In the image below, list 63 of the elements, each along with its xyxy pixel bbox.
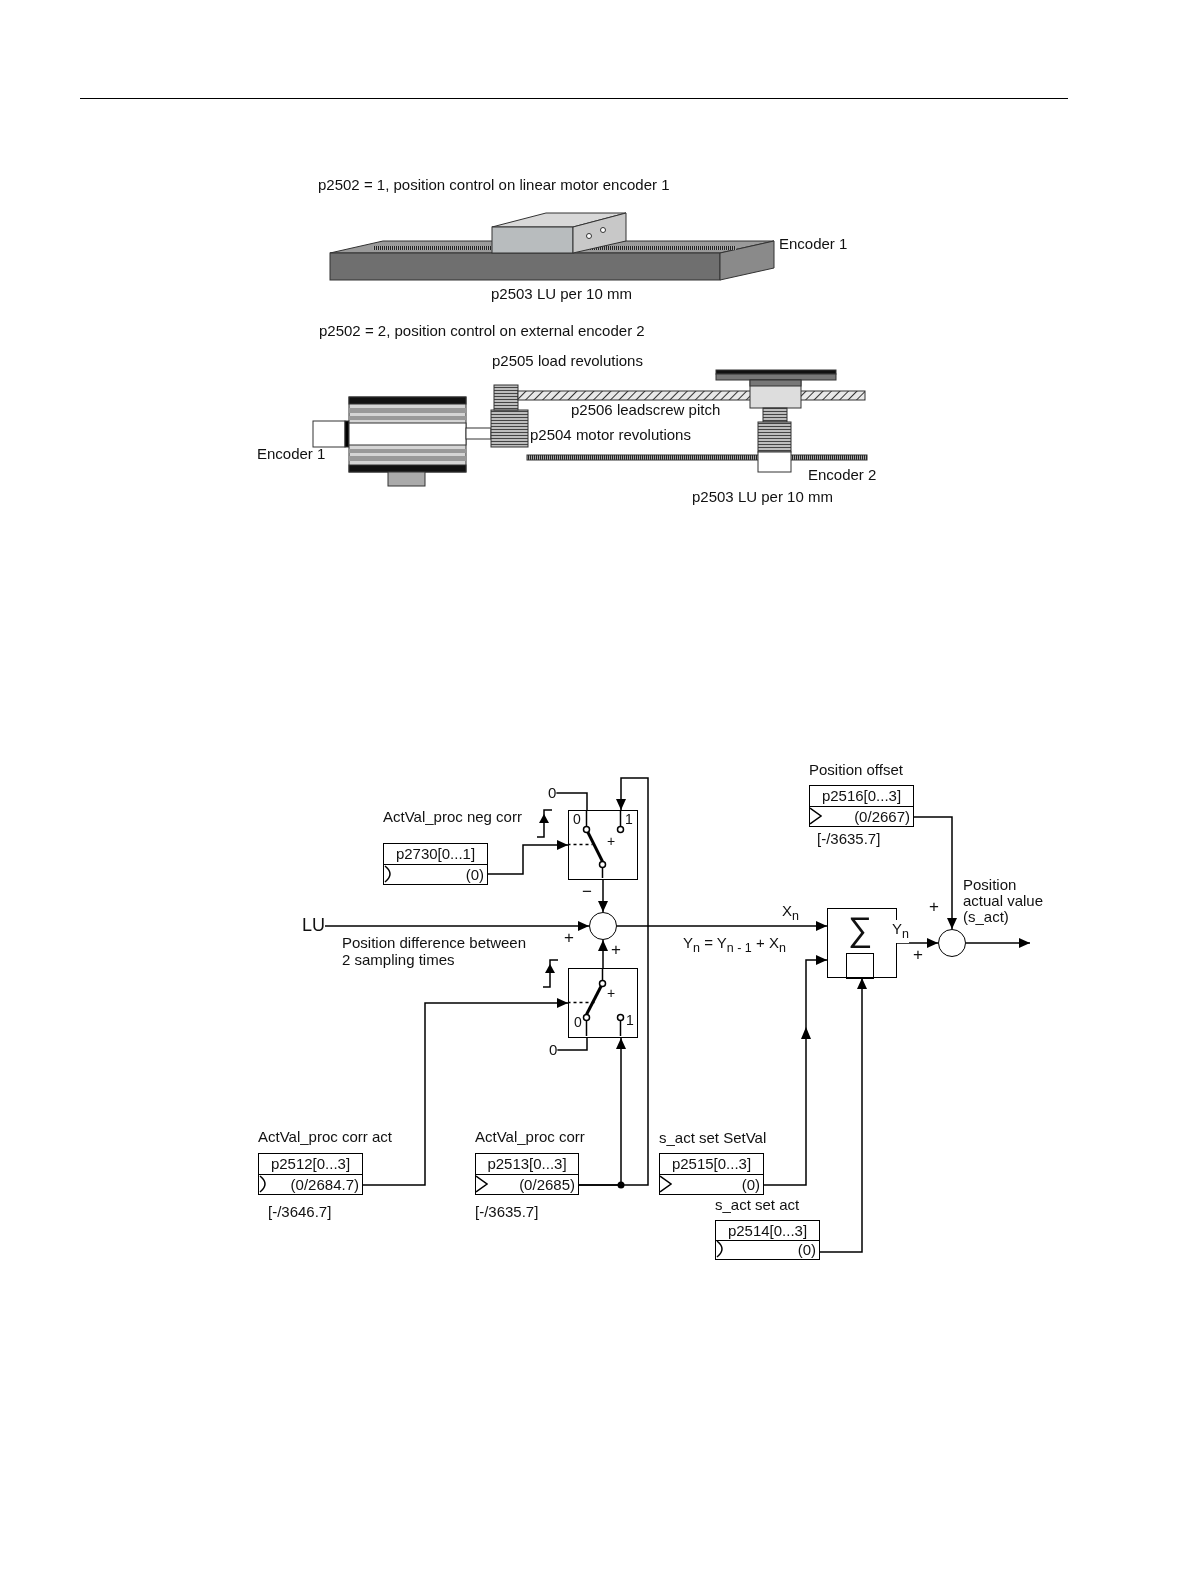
parameter-number: p2730[0...1]	[384, 844, 487, 865]
arrow	[819, 977, 867, 1253]
signal-name: s_act set SetVal	[659, 1129, 767, 1147]
arrow	[487, 840, 569, 875]
terminal-label: 0	[574, 1014, 582, 1030]
parameter-label: p2503 LU per 10 mm	[692, 488, 833, 505]
reference-label: [-/3635.7]	[817, 830, 881, 847]
arrow	[598, 879, 608, 913]
formula-label: Y$_{n}$ = Y$_{n - 1}$ + X$_{n}$	[683, 934, 786, 957]
constant-value: 0	[548, 784, 557, 801]
signal-name: ActVal_proc neg corr	[383, 808, 522, 826]
arrow	[913, 816, 957, 930]
parameter-number: p2515[0...3]	[660, 1154, 763, 1175]
heading-text: p2502 = 2, position control on external encoder 2	[319, 322, 645, 339]
parameter-number: p2514[0...3]	[716, 1221, 819, 1241]
component-label: Encoder 1	[779, 235, 848, 252]
signal-line	[555, 792, 588, 811]
parameter-label: p2503 LU per 10 mm	[491, 285, 632, 302]
parameter-label: p2505 load revolutions	[492, 352, 643, 369]
arrow	[578, 1037, 626, 1189]
summing-junction	[589, 912, 617, 940]
parameter-number: p2516[0...3]	[810, 786, 913, 807]
signal-name: s_act set act	[715, 1196, 801, 1214]
reference-label: [-/3646.7]	[268, 1203, 332, 1220]
sign-label: +	[913, 946, 923, 963]
arrow	[598, 939, 608, 969]
default-value: (0/2667)	[854, 807, 910, 826]
arrow	[324, 921, 590, 931]
signal-name: LU	[302, 915, 325, 935]
signal-name: ActVal_proc corr	[475, 1128, 585, 1146]
parameter-number: p2512[0...3]	[259, 1154, 362, 1175]
sign-label: +	[929, 898, 939, 915]
parameter-label: p2506 leadscrew pitch	[571, 401, 721, 418]
sigma-symbol: ∑	[848, 909, 873, 949]
arrow	[616, 921, 828, 931]
sign-label: +	[611, 941, 621, 958]
component-label: Encoder 2	[808, 466, 877, 483]
sign-label: +	[607, 833, 616, 849]
parameter-label: p2504 motor revolutions	[530, 426, 691, 443]
signal-name: Position offset	[809, 761, 904, 779]
signal-line	[556, 1037, 588, 1051]
sign-label: +	[564, 929, 574, 946]
sign-label: +	[607, 985, 616, 1001]
signal-name: ActVal_proc corr act	[258, 1128, 392, 1146]
terminal-label: 1	[626, 1012, 634, 1028]
default-value: (0)	[741, 1175, 760, 1194]
sign-label: −	[582, 883, 592, 900]
component-label: Encoder 1	[257, 445, 326, 462]
constant-value: 0	[549, 1041, 558, 1058]
edge-label: Y$_{n}$	[892, 920, 909, 943]
arrow	[362, 998, 569, 1186]
heading-text: p2502 = 1, position control on linear motor encoder 1	[318, 176, 670, 193]
arrow	[965, 938, 1031, 948]
default-value: (0)	[465, 865, 484, 884]
terminal-label: 1	[625, 811, 633, 827]
parameter-number: p2513[0...3]	[476, 1154, 578, 1175]
default-value: (0/2684.7)	[290, 1175, 359, 1194]
terminal-label: 0	[573, 811, 581, 827]
arrow	[763, 955, 828, 1186]
summing-junction	[938, 929, 966, 957]
default-value: (0)	[797, 1240, 816, 1259]
reference-label: [-/3635.7]	[475, 1203, 539, 1220]
default-value: (0/2685)	[519, 1175, 575, 1194]
